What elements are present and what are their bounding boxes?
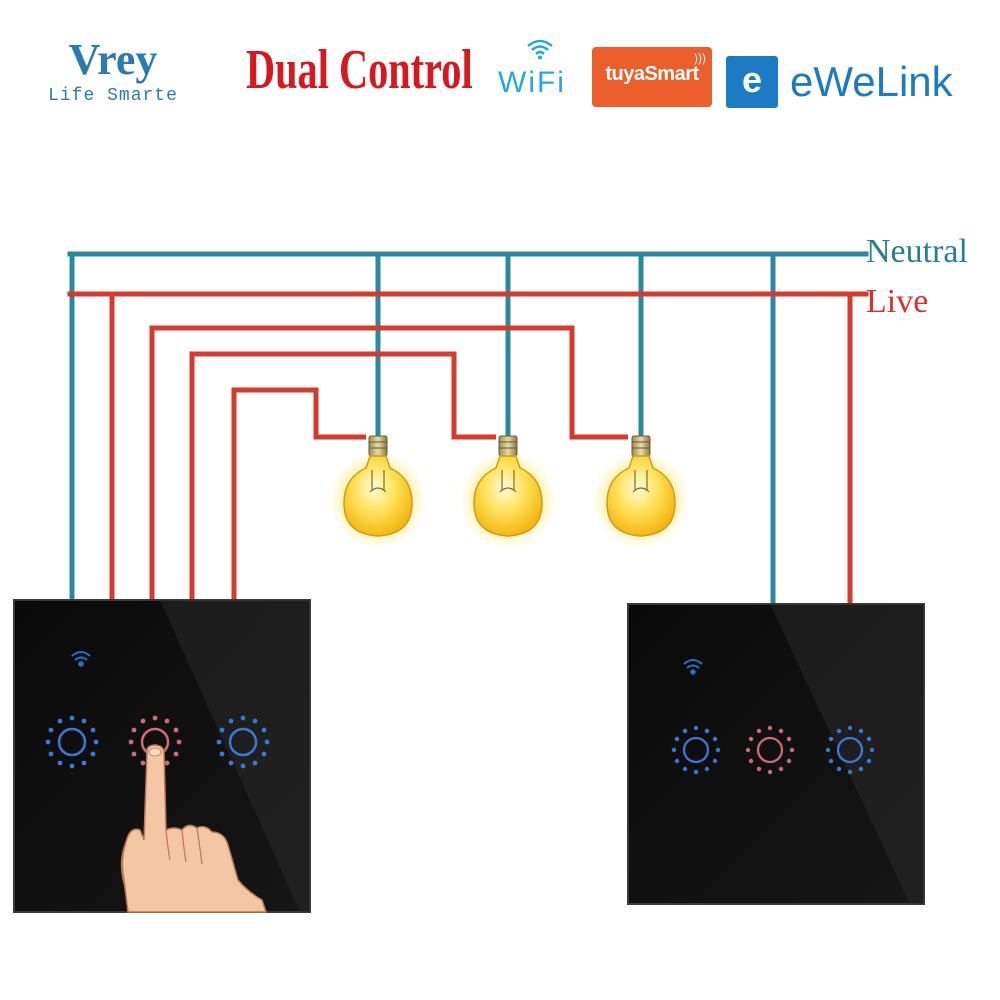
light-bulb-2	[460, 435, 556, 548]
touch-button-3[interactable]	[825, 725, 875, 775]
signal-icon: )))	[694, 51, 706, 65]
ewelink-logo: e	[726, 56, 778, 108]
ewelink-icon-letter: e	[741, 59, 763, 100]
wifi-icon	[527, 39, 553, 60]
touch-button-2[interactable]	[128, 715, 182, 769]
load-wire-1	[149, 325, 628, 600]
brand-logo: Vrey Life Smarte	[38, 35, 188, 107]
wifi-indicator-icon	[683, 659, 703, 675]
tuya-text: tuyaSmart	[605, 63, 699, 85]
neutral-label: Neutral	[866, 233, 968, 270]
load-wire-3	[231, 387, 366, 600]
brand-tagline: Life Smarte	[48, 86, 178, 106]
switch-panel-right[interactable]	[627, 603, 925, 905]
wifi-indicator-icon	[71, 651, 91, 667]
tuya-logo: ))) tuyaSmart	[592, 47, 712, 107]
ewelink-text: eWeLink	[790, 58, 953, 105]
touch-button-1[interactable]	[671, 725, 721, 775]
wifi-text: WiFi	[498, 66, 566, 99]
page-title: Dual Control	[246, 39, 473, 101]
live-wire	[67, 291, 869, 607]
touch-button-3[interactable]	[216, 715, 270, 769]
wifi-logo: WiFi	[498, 38, 582, 104]
touch-button-1[interactable]	[45, 715, 99, 769]
touch-button-2[interactable]	[745, 725, 795, 775]
live-label: Live	[866, 283, 929, 320]
hand-pointer-icon	[120, 744, 268, 913]
brand-name: Vrey	[68, 35, 158, 84]
load-wire-2	[189, 351, 496, 600]
light-bulb-1	[330, 435, 426, 548]
neutral-wire	[67, 251, 869, 607]
light-bulb-3	[593, 435, 689, 548]
